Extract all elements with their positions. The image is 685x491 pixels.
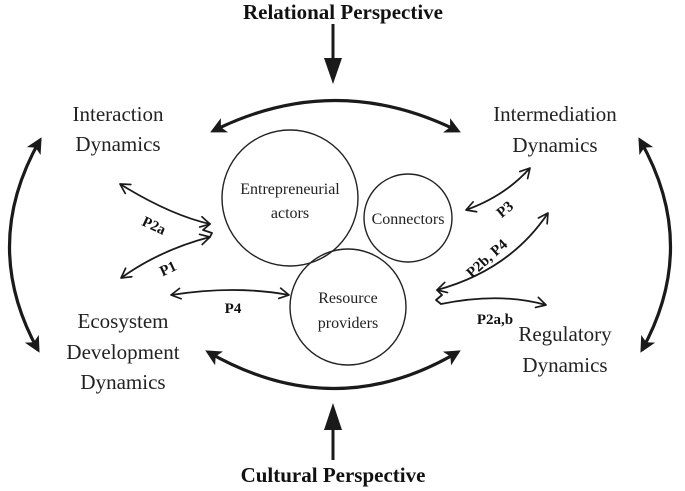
p2b-p4-arrow xyxy=(436,212,549,294)
intermediation-dynamics-line-1: Intermediation xyxy=(493,102,617,126)
p2a-label: P2a xyxy=(139,214,168,239)
p1-arrow xyxy=(120,233,211,279)
cultural-perspective-label: Cultural Perspective xyxy=(241,463,426,487)
ecosystem-dynamics-line-1: Ecosystem xyxy=(78,309,169,333)
interaction-dynamics-label: Interaction Dynamics xyxy=(73,102,164,156)
bottom-bidirectional-arc xyxy=(205,350,461,390)
p4-left-label: P4 xyxy=(225,301,242,317)
p2ab-label: P2a,b xyxy=(477,312,513,328)
intermediation-dynamics-line-2: Dynamics xyxy=(512,133,597,157)
regulatory-dynamics-line-1: Regulatory xyxy=(518,322,612,346)
entrepreneurial-actors-line-1: Entrepreneurial xyxy=(240,181,340,198)
entrepreneurial-actors-line-2: actors xyxy=(271,205,309,222)
resource-providers-line-1: Resource xyxy=(318,290,378,307)
resource-providers-line-2: providers xyxy=(318,315,378,332)
regulatory-dynamics-line-2: Dynamics xyxy=(522,353,607,377)
left-bidirectional-arc xyxy=(7,137,42,353)
interaction-dynamics-line-2: Dynamics xyxy=(75,132,160,156)
ecosystem-dynamics-line-3: Dynamics xyxy=(80,370,165,394)
interaction-dynamics-line-1: Interaction xyxy=(73,102,164,126)
resource-providers-circle xyxy=(289,248,407,366)
p3-arrow xyxy=(465,167,531,213)
p4-left-arrow xyxy=(170,287,290,300)
ecosystem-dynamics-line-2: Development xyxy=(66,340,179,364)
connectors-label: Connectors xyxy=(372,211,445,228)
right-bidirectional-arc xyxy=(638,137,673,353)
p3-label: P3 xyxy=(494,198,517,221)
relational-perspective-label: Relational Perspective xyxy=(243,0,443,24)
left-zigzag-joint xyxy=(202,223,213,238)
top-bidirectional-arc xyxy=(210,99,461,133)
cultural-up-arrow xyxy=(324,403,342,460)
ecosystem-development-dynamics-label: Ecosystem Development Dynamics xyxy=(66,309,179,394)
p1-label: P1 xyxy=(157,259,179,281)
p2ab-arrow xyxy=(440,296,547,309)
entrepreneurial-actors-node: Entrepreneurial actors xyxy=(221,129,359,267)
entrepreneurial-actors-circle xyxy=(221,129,359,267)
connectors-node: Connectors xyxy=(363,173,453,263)
intermediation-dynamics-label: Intermediation Dynamics xyxy=(493,102,617,157)
resource-providers-node: Resource providers xyxy=(289,248,407,366)
p2a-arrow xyxy=(119,183,211,228)
relational-down-arrow xyxy=(324,24,342,84)
right-zigzag-joint xyxy=(435,289,443,305)
regulatory-dynamics-label: Regulatory Dynamics xyxy=(518,322,612,377)
